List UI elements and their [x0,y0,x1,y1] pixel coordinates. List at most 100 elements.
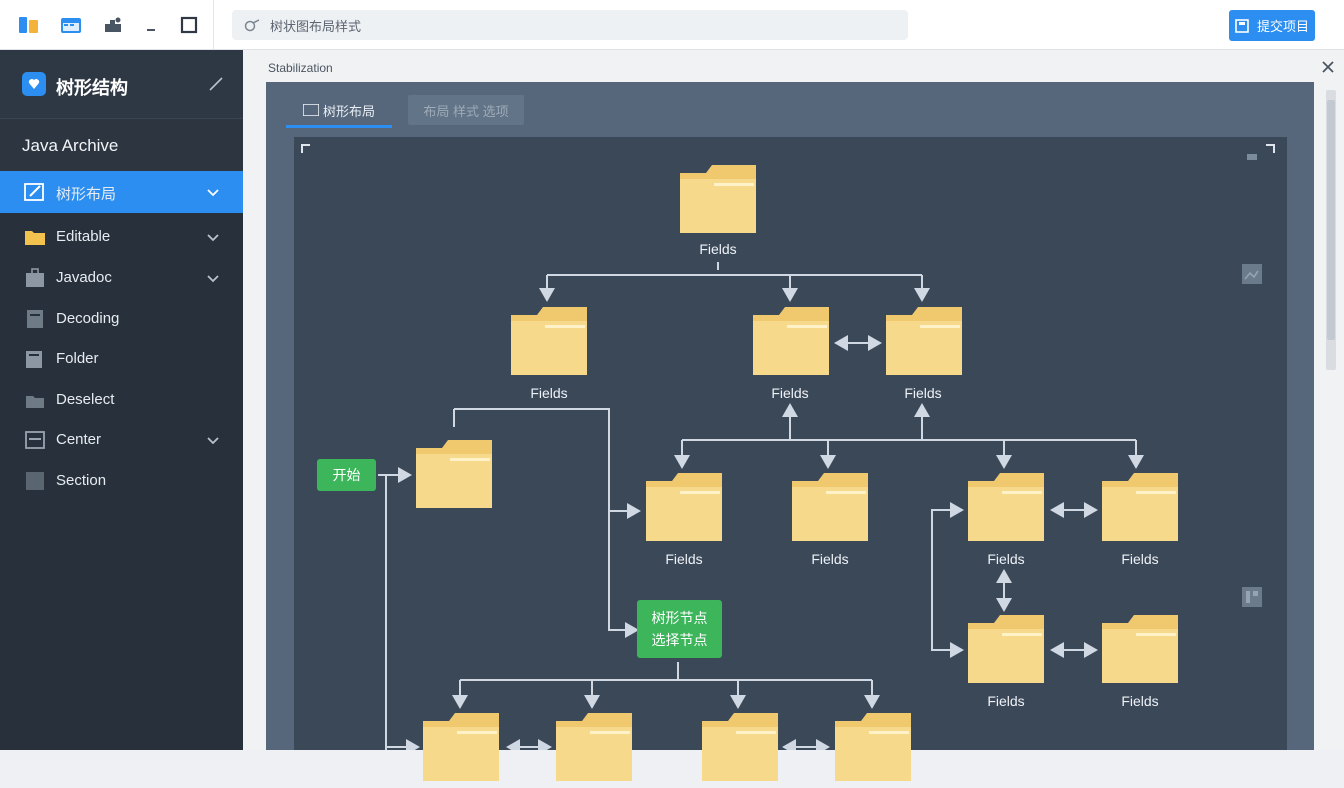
tools-icon[interactable] [100,12,126,38]
list-icon [25,431,45,449]
folder-node-root[interactable] [678,163,758,235]
sidebar-item-label: Editable [56,228,111,245]
sidebar-section-header: Java Archive [0,119,243,172]
link-icon [244,19,260,32]
minimap-icon[interactable] [1244,146,1266,168]
sidebar-item-center[interactable]: Center [0,419,243,461]
center-node-line-2: 选择节点 [651,632,708,648]
folder-icon [511,307,587,375]
close-icon[interactable] [1320,59,1336,75]
tab-layout-options[interactable]: 布局 样式 选项 [408,95,524,125]
node-label: Fields [1121,693,1159,709]
sidebar-item-editable[interactable]: Editable [0,216,243,258]
sidebar: 树形结构 Java Archive 树形布局 Editable Javadoc … [0,50,243,750]
panel-title: Stabilization [268,61,333,75]
toolbar-divider [213,0,214,50]
sidebar-item-label: Center [56,431,102,448]
sidebar-item-label: 树形布局 [56,186,117,203]
folder-icon [702,713,778,781]
image-icon[interactable] [1241,263,1263,285]
sidebar-header: 树形结构 [0,50,243,119]
node-label: Fields [987,551,1025,567]
folder-node-level2[interactable] [1100,471,1180,543]
collapse-sidebar-icon[interactable] [206,74,226,94]
folder-node-level4[interactable] [833,711,913,783]
submit-button-label: 提交项目 [1256,19,1309,34]
folder-icon [416,440,492,508]
folder-icon [556,713,632,781]
node-label: Fields [904,385,942,401]
folder-node-level3[interactable] [966,613,1046,685]
tray-icon [26,396,44,408]
calendar-icon[interactable] [58,12,84,38]
bag-icon [26,268,44,287]
node-label: Fields [771,385,809,401]
chevron-down-icon [207,234,219,242]
folder-node-level4[interactable] [554,711,634,783]
address-bar[interactable]: 树状图布局样式 [232,10,908,40]
folder-icon [423,713,499,781]
folder-node-level1[interactable] [884,305,964,377]
minimize-icon[interactable] [138,12,164,38]
diagram-canvas[interactable]: Fields Fields Fields Fields Fields [294,137,1287,781]
tab-label: 树形布局 [322,103,375,119]
sidebar-title: 树形结构 [56,78,128,98]
folder-icon [968,473,1044,541]
chevron-down-icon [207,275,219,283]
document-icon [27,310,43,328]
tree-icon [302,104,319,116]
tab-tree-layout[interactable]: 树形布局 [286,95,392,128]
folder-node-level3[interactable] [1100,613,1180,685]
square-icon [26,472,44,490]
sidebar-item-label: Section [56,472,107,489]
sidebar-item-label: Deselect [56,391,115,408]
edit-icon [24,183,44,201]
node-label: Fields [699,241,737,257]
folder-node-level2[interactable] [644,471,724,543]
sidebar-item-tree-layout[interactable]: 树形布局 [0,171,243,213]
folder-icon [25,231,45,245]
tab-label: 布局 样式 选项 [423,103,509,119]
folder-node-level4[interactable] [700,711,780,783]
top-toolbar: 树状图布局样式 提交项目 [0,0,1344,50]
sidebar-item-label: Javadoc [56,269,112,286]
sidebar-item-section[interactable]: Section [0,460,243,502]
sidebar-item-folder[interactable]: Folder [0,338,243,380]
start-tag-label: 开始 [332,467,361,483]
sidebar-item-deselect[interactable]: Deselect [0,379,243,421]
folder-node-level2[interactable] [966,471,1046,543]
address-text: 树状图布局样式 [270,18,362,34]
folder-icon [835,713,911,781]
folder-node-branch[interactable] [414,438,494,510]
center-node-line-1: 树形节点 [651,610,708,626]
folder-icon [968,615,1044,683]
sidebar-item-label: Folder [56,350,99,367]
file-panel-icon[interactable] [16,12,42,38]
window-icon[interactable] [176,12,202,38]
start-tag[interactable]: 开始 [317,459,376,491]
node-label: Fields [987,693,1025,709]
folder-node-level2[interactable] [790,471,870,543]
vertical-scrollbar[interactable] [1326,90,1336,370]
layout-icon[interactable] [1241,586,1263,608]
folder-icon [646,473,722,541]
folder-node-level4[interactable] [421,711,501,783]
sidebar-item-label: Decoding [56,310,120,327]
node-label: Fields [530,385,568,401]
sidebar-section-title: Java Archive [22,136,119,155]
save-icon [1235,18,1249,33]
folder-icon [1102,473,1178,541]
sidebar-item-decoding[interactable]: Decoding [0,298,243,340]
folder-icon [792,473,868,541]
diagram-workspace: 树形布局 布局 样式 选项 [266,82,1314,781]
chevron-down-icon [207,189,219,197]
sidebar-item-javadoc[interactable]: Javadoc [0,257,243,299]
node-label: Fields [1121,551,1159,567]
folder-icon [886,307,962,375]
folder-icon [753,307,829,375]
folder-node-level1[interactable] [751,305,831,377]
folder-node-level1[interactable] [509,305,589,377]
center-node-tag[interactable]: 树形节点 选择节点 [637,600,722,658]
submit-button[interactable]: 提交项目 [1229,10,1315,41]
scrollbar-thumb[interactable] [1327,100,1335,340]
